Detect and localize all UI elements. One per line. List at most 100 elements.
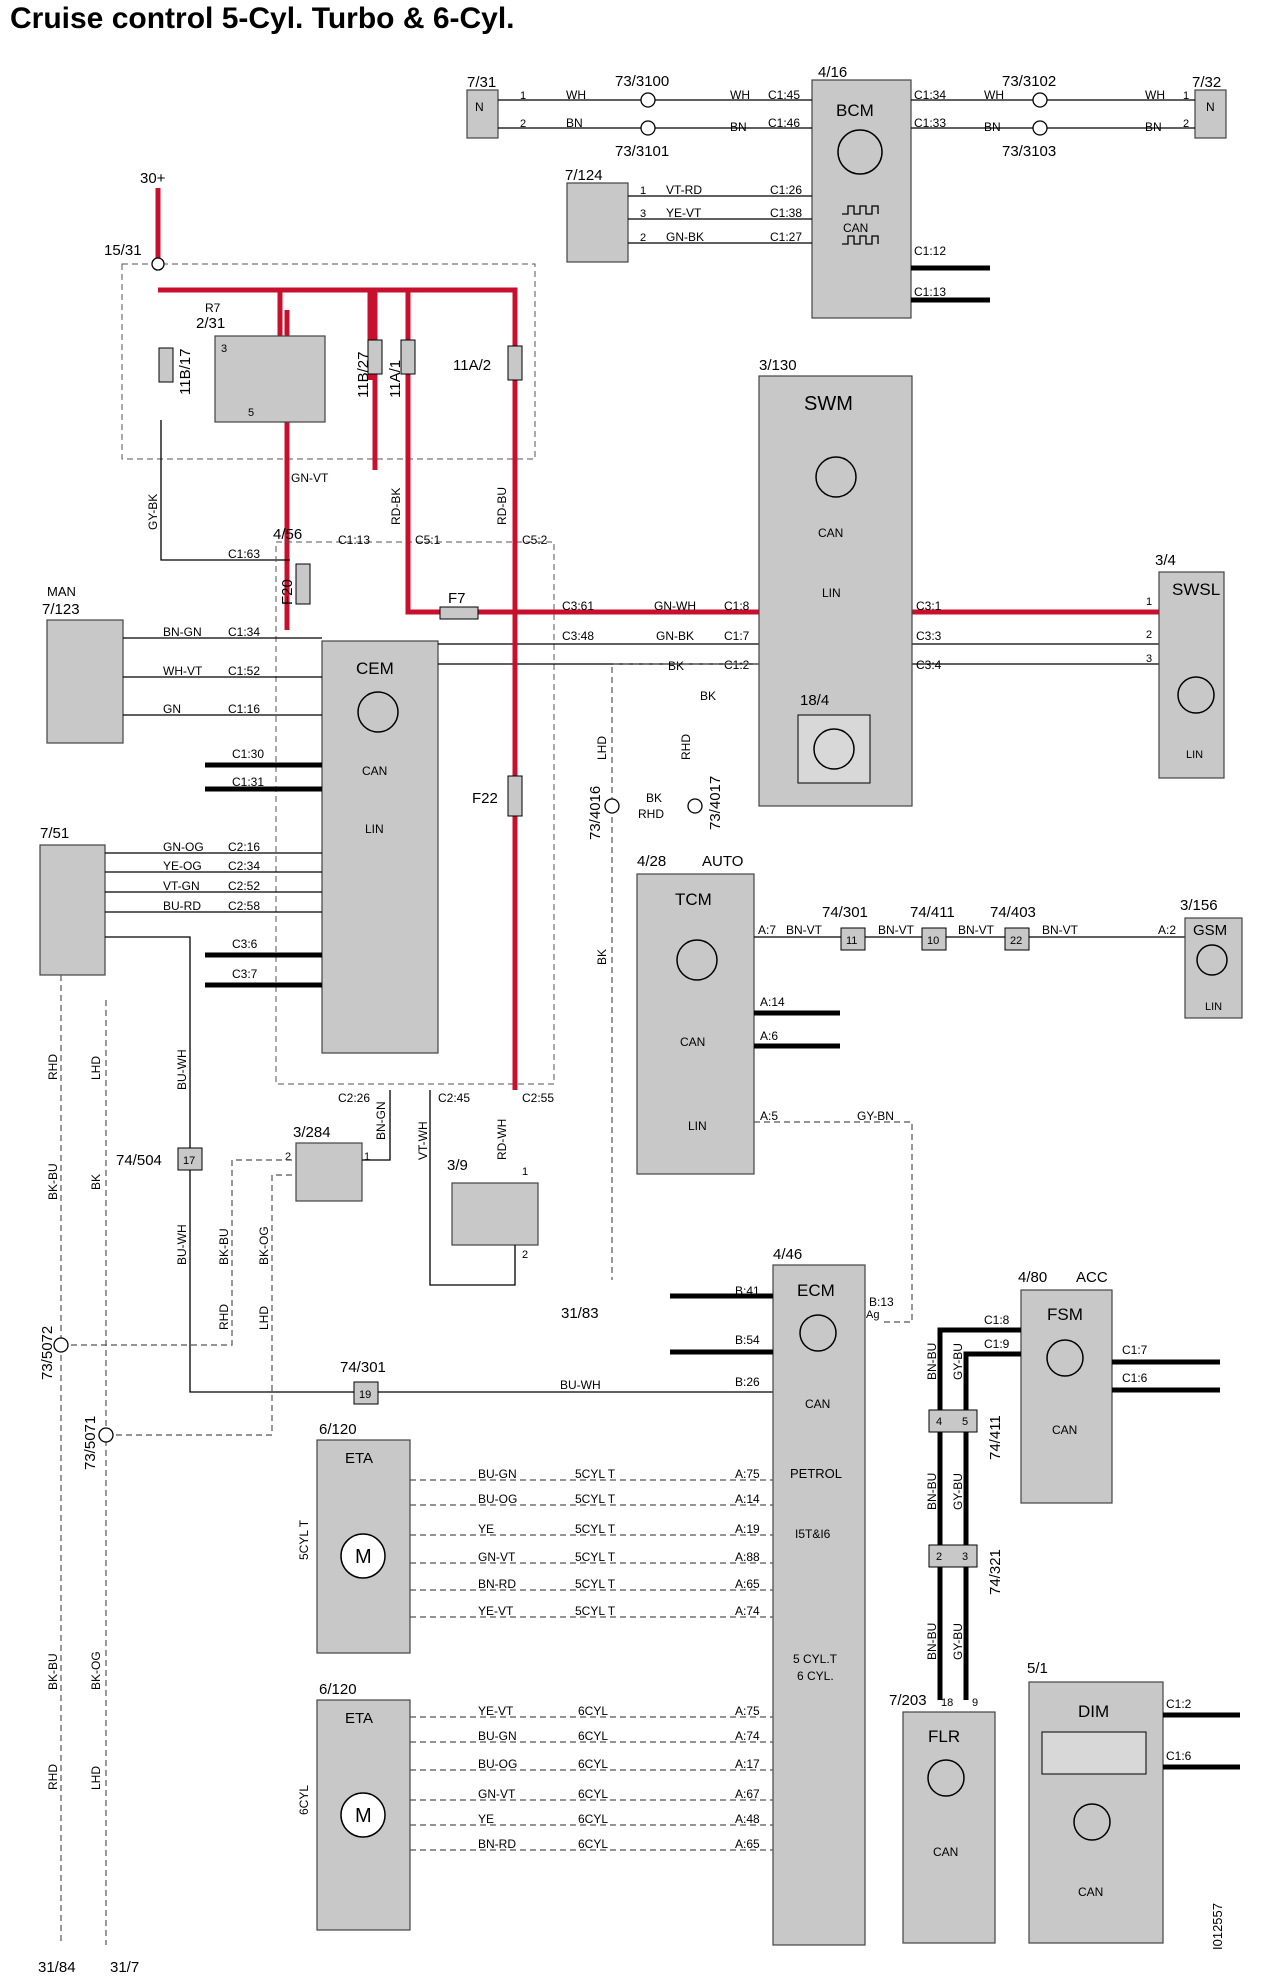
label-lin: LIN: [688, 1119, 707, 1133]
pin: 3: [1146, 653, 1152, 665]
pin: 11: [846, 935, 857, 947]
wire-label: RD-BK: [389, 488, 403, 525]
label-4-16: 4/16: [818, 64, 847, 81]
wire-ground: [60, 975, 296, 1945]
label-ecm: ECM: [797, 1281, 835, 1300]
can-bus: [670, 1293, 773, 1355]
pin: 4: [936, 1416, 942, 1428]
label-3-4: 3/4: [1155, 552, 1176, 569]
label-i5t-i6: I5T&I6: [795, 1527, 831, 1541]
pin-label: A:74: [735, 1729, 760, 1743]
pin-label: A:17: [735, 1757, 760, 1771]
pin: 18: [941, 1697, 953, 1709]
junction: [151, 257, 165, 271]
label-74-321: 74/321: [987, 1549, 1004, 1595]
transistor-icon: [357, 691, 399, 733]
pin-label: A:75: [735, 1467, 760, 1481]
label-lhd: LHD: [89, 1766, 103, 1790]
component-box-fsm: [1020, 1289, 1113, 1504]
pin-label: A:14: [760, 995, 785, 1009]
label-auto: AUTO: [702, 853, 743, 870]
wire-label: BN-VT: [1042, 923, 1079, 937]
wire-label: 6CYL: [578, 1757, 608, 1771]
wire-label: GY-BU: [951, 1473, 965, 1510]
label-can: CAN: [1052, 1423, 1077, 1437]
label-gsm: GSM: [1193, 922, 1227, 939]
splice-icon: [640, 92, 656, 108]
pin: 19: [359, 1389, 371, 1401]
label-rhd: RHD: [679, 734, 693, 760]
wire-label: 5CYL T: [575, 1522, 616, 1536]
label-ag: Ag: [866, 1309, 879, 1321]
transistor-icon: [1046, 1339, 1084, 1377]
connector-icon: [353, 1381, 379, 1405]
pin-label: C1:52: [228, 664, 260, 678]
can-bus: [1163, 1712, 1240, 1770]
pin-label: C3:1: [916, 599, 942, 613]
wire-label: WH-VT: [163, 664, 203, 678]
wire-label: BN-BU: [925, 1473, 939, 1510]
label-6cyl: 6CYL: [297, 1785, 311, 1815]
wire-bu-wh: [189, 1170, 773, 1393]
pin-label: B:41: [735, 1284, 760, 1298]
label-5-1: 5/1: [1027, 1660, 1048, 1677]
ecm-group: 4/46 ECM CAN PETROL I5T&I6 5 CYL.T 6 CYL…: [670, 1246, 894, 1946]
pin-label: C1:38: [770, 206, 802, 220]
wire-label: BK: [668, 659, 684, 673]
splice-icon: [1032, 92, 1048, 108]
component-box-7-124: [566, 182, 629, 263]
label-74-403: 74/403: [990, 904, 1036, 921]
document-id: I012557: [1210, 1903, 1225, 1950]
label-3-9: 3/9: [447, 1157, 468, 1174]
pin: 2: [522, 1249, 528, 1261]
wire-label: BN-VT: [878, 923, 915, 937]
wire-label: BU-OG: [478, 1492, 517, 1506]
label-7-124: 7/124: [565, 167, 603, 184]
label-74-301: 74/301: [822, 904, 868, 921]
pin-label: C1:16: [228, 702, 260, 716]
wire-brake: [362, 1090, 516, 1286]
pin: 2: [936, 1551, 942, 1563]
label-3-156: 3/156: [1180, 897, 1218, 914]
wire-label: BK: [89, 1174, 103, 1190]
label-lin: LIN: [1205, 1001, 1222, 1013]
pin-label: C3:7: [232, 967, 258, 981]
pin-label: C1:34: [914, 88, 946, 102]
can-bus: [911, 265, 990, 303]
wire-label: BU-RD: [163, 899, 201, 913]
wire-gy-bn: [754, 1121, 913, 1323]
pin-label: C5:2: [522, 533, 548, 547]
pin-label: B:26: [735, 1375, 760, 1389]
label-lhd: LHD: [89, 1056, 103, 1080]
pin-label: C1:6: [1166, 1749, 1192, 1763]
label-n: N: [475, 100, 484, 114]
wire-label: BK-OG: [257, 1226, 271, 1265]
label-7-123: 7/123: [42, 601, 80, 618]
transistor-icon: [837, 129, 883, 175]
component-box-3-284: [295, 1142, 363, 1202]
fuse-icon: [367, 339, 383, 375]
wire-label: RD-WH: [495, 1119, 509, 1160]
pin-label: C1:63: [228, 547, 260, 561]
wire-label: BU-WH: [175, 1049, 189, 1090]
fuse-icon: [158, 347, 174, 383]
wire-label: GN-OG: [163, 840, 204, 854]
label-31-7: 31/7: [110, 1959, 139, 1976]
horn-icon: [813, 728, 855, 770]
pin-label: C2:58: [228, 899, 260, 913]
label-73-4016: 73/4016: [587, 786, 604, 840]
label-7-31: 7/31: [467, 74, 496, 91]
pin-label: A:5: [760, 1109, 778, 1123]
transistor-icon: [927, 1759, 965, 1797]
splice-icon: [687, 798, 703, 814]
wire-gy-bk: [160, 420, 290, 561]
pin: 5: [962, 1416, 968, 1428]
can-signal-icon: [842, 205, 879, 245]
pin-label: C1:8: [984, 1313, 1010, 1327]
wire-label: 5CYL T: [575, 1467, 616, 1481]
pin-label: C1:45: [768, 88, 800, 102]
label-31-84: 31/84: [38, 1959, 76, 1976]
instrument-cluster-icon: [1041, 1731, 1147, 1775]
label-f7: F7: [448, 590, 466, 607]
pin-label: A:19: [735, 1522, 760, 1536]
